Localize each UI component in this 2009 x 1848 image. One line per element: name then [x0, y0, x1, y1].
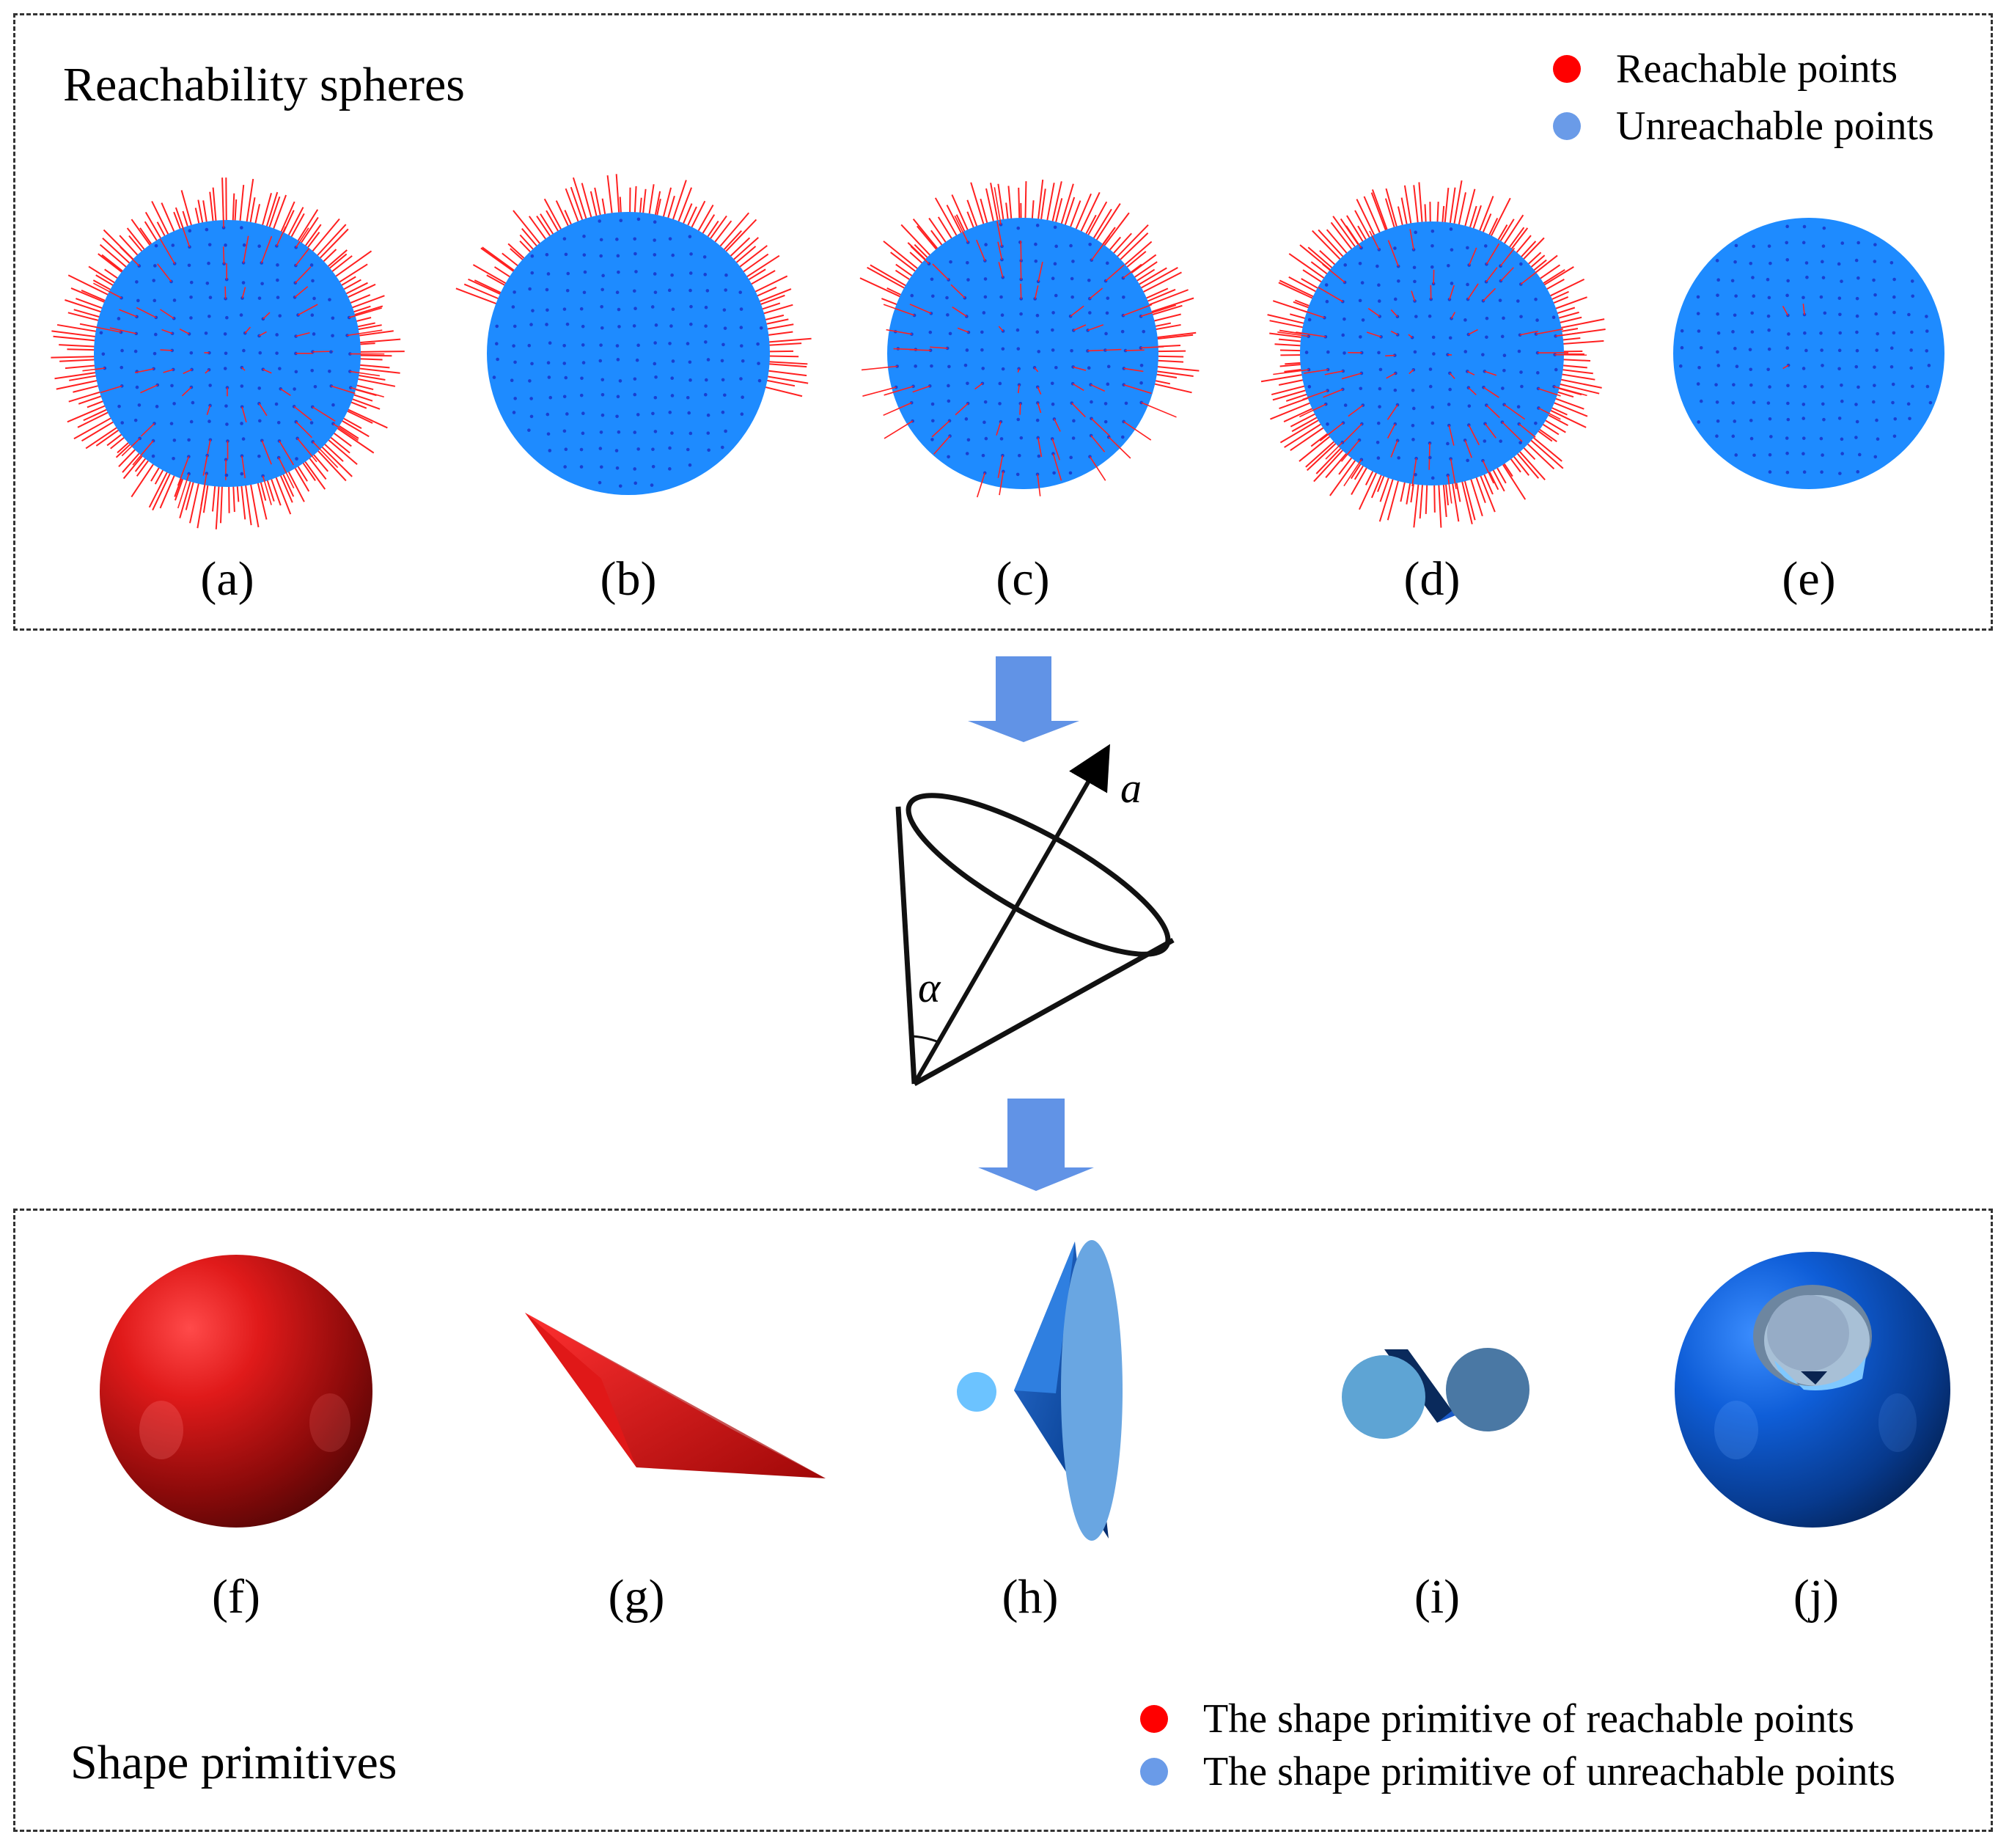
sphere-surface-points	[861, 187, 1177, 498]
sphere-body	[887, 218, 1158, 489]
legend-unreachable-primitive: The shape primitive of unreachable point…	[1140, 1748, 1895, 1795]
reachability-spheres-panel	[13, 13, 1993, 631]
legend-blue-dot	[1553, 112, 1581, 140]
caption-e: (e)	[1782, 552, 1836, 606]
reachability-spheres-drawing	[51, 174, 1944, 529]
primitive-j-sphere-with-hole	[1675, 1252, 1950, 1528]
axis-label: a⃗	[1120, 764, 1175, 812]
legend-unreachable-points: Unreachable points	[1553, 103, 1934, 150]
down-arrow-2	[978, 1099, 1094, 1191]
legend-label: The shape primitive of reachable points	[1203, 1696, 1854, 1742]
cone-diagram: a⃗ α	[895, 656, 1175, 1191]
sphere-body	[1300, 221, 1564, 485]
caption-b: (b)	[600, 552, 657, 606]
cone-axis-arrow	[912, 744, 1110, 1085]
primitive-h-cone	[957, 1240, 1123, 1541]
legend-label: Reachable points	[1616, 46, 1898, 92]
sphere-body	[487, 212, 770, 495]
legend-red-dot	[1140, 1705, 1168, 1733]
legend-reachable-primitive: The shape primitive of reachable points	[1140, 1695, 1854, 1742]
shape-primitives-title: Shape primitives	[70, 1736, 397, 1789]
legend-red-dot	[1553, 55, 1581, 83]
caption-f: (f)	[212, 1570, 260, 1624]
legend-blue-dot	[1140, 1758, 1168, 1786]
sphere-b	[455, 174, 812, 495]
caption-a: (a)	[200, 552, 254, 606]
sphere-d	[1260, 180, 1606, 528]
caption-g: (g)	[608, 1570, 665, 1624]
sphere-surface-points	[492, 217, 763, 488]
cone-right-edge	[913, 937, 1175, 1087]
sphere-surface-points	[1273, 225, 1587, 504]
caption-d: (d)	[1403, 552, 1461, 606]
reachability-spheres-title: Reachability spheres	[63, 58, 465, 111]
sphere-surface-points	[1678, 224, 1933, 475]
primitive-f-sphere	[100, 1255, 372, 1528]
down-arrow-1	[968, 656, 1079, 742]
sphere-a	[51, 177, 405, 529]
sphere-e	[1673, 218, 1944, 489]
legend-label: The shape primitive of unreachable point…	[1203, 1749, 1895, 1794]
legend-reachable-points: Reachable points	[1553, 45, 1898, 92]
sphere-surface-points	[82, 199, 385, 509]
caption-j: (j)	[1793, 1570, 1840, 1624]
caption-i: (i)	[1414, 1570, 1461, 1624]
primitive-g-wedge	[525, 1313, 826, 1478]
angle-arc	[911, 1035, 939, 1044]
cone-left-edge	[895, 806, 917, 1085]
angle-label: α	[918, 964, 941, 1011]
caption-h: (h)	[1002, 1570, 1059, 1624]
shape-primitives-panel	[13, 1209, 1993, 1832]
legend-label: Unreachable points	[1616, 103, 1934, 149]
sphere-c	[859, 179, 1200, 498]
primitive-i-double-cone	[1342, 1348, 1529, 1439]
caption-c: (c)	[996, 552, 1050, 606]
